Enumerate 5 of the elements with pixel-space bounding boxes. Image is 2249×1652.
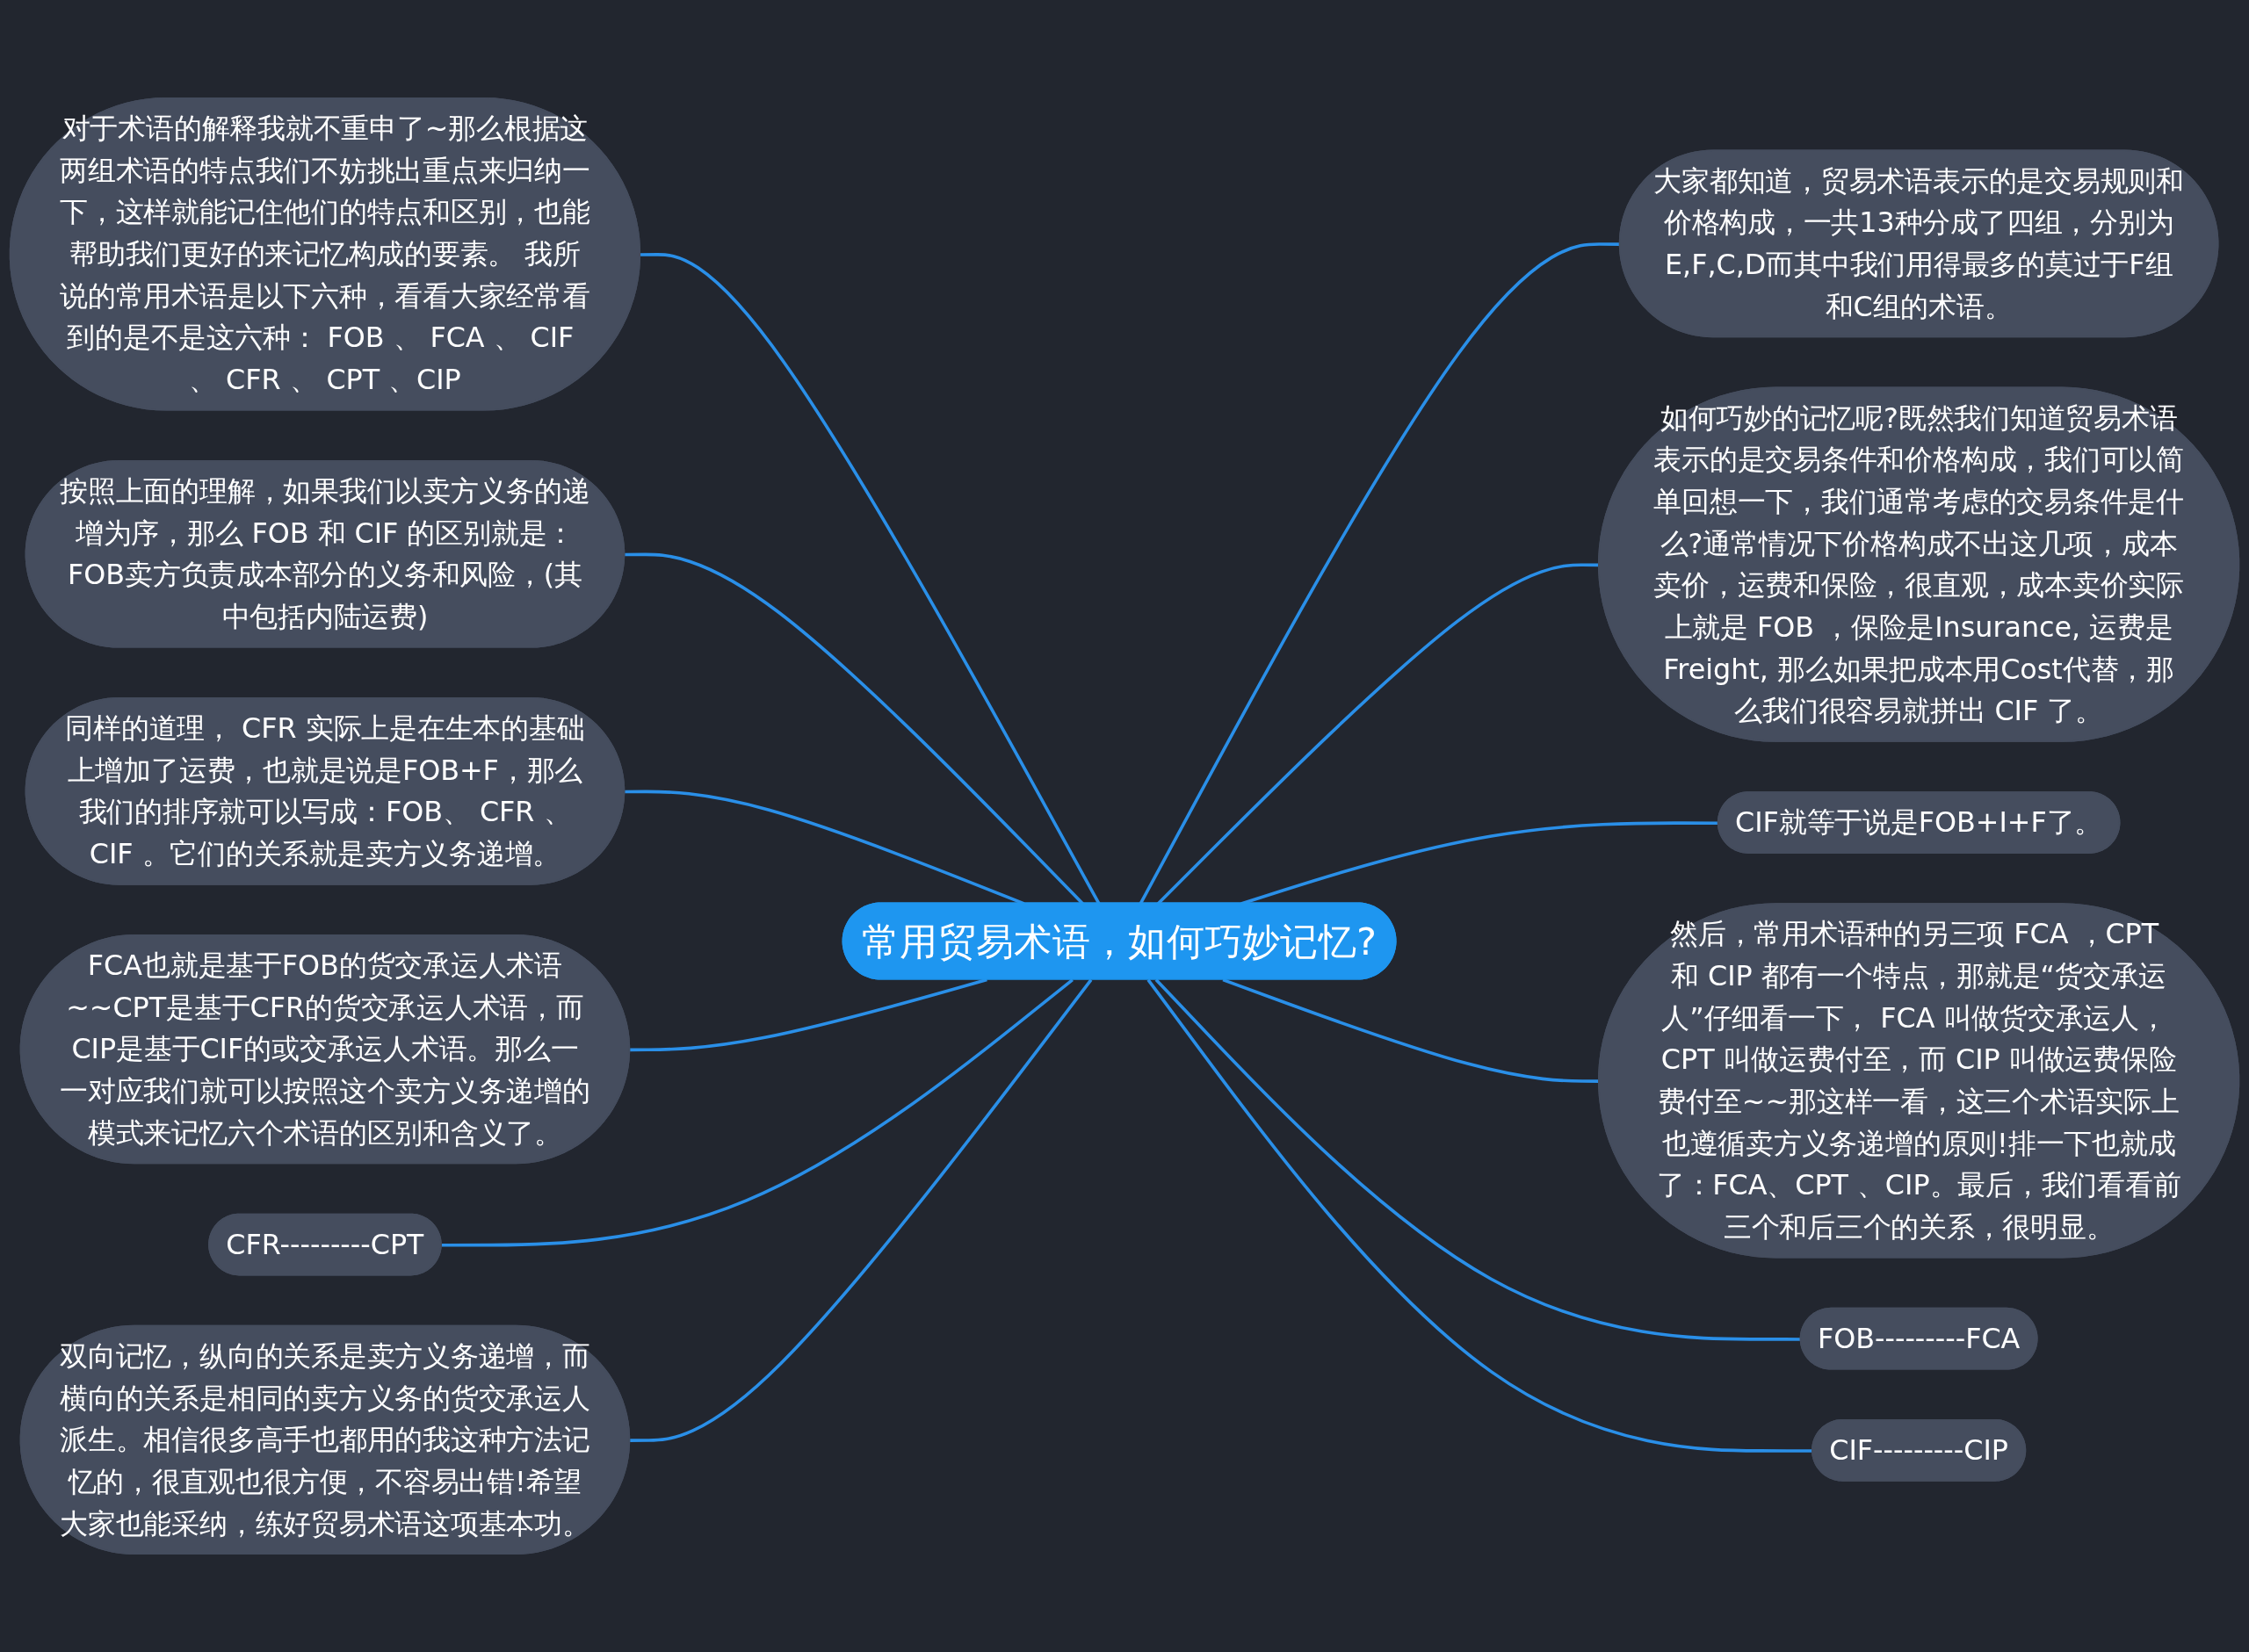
connector (1146, 978, 1813, 1453)
connector (640, 253, 1101, 905)
connector (630, 977, 987, 1052)
connector (441, 978, 1074, 1247)
connector (630, 978, 1093, 1442)
